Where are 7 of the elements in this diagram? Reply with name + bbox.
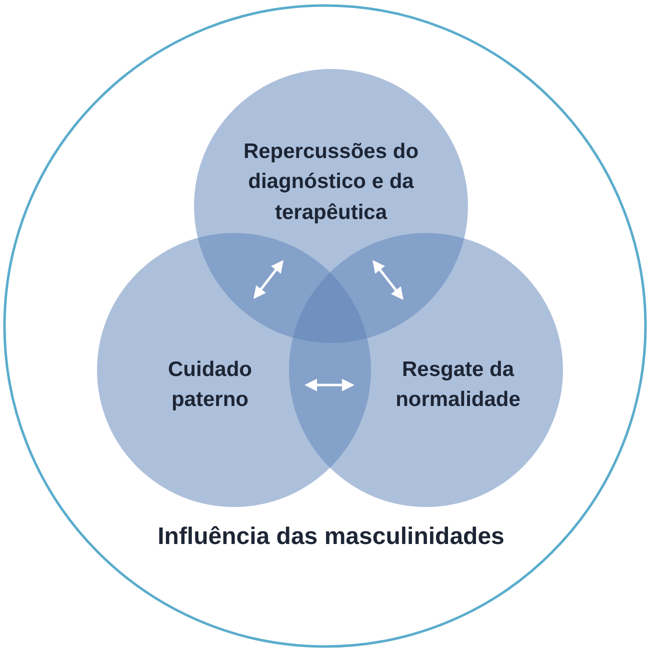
circle-label: Repercussões do diagnóstico e da terapêutica — [242, 139, 420, 226]
double-arrow — [253, 260, 284, 299]
circle-label: Resgate da normalidade — [394, 357, 522, 414]
circle-label: Influência das masculinidades — [156, 522, 506, 552]
circle-label: Cuidado paterno — [167, 357, 253, 414]
double-arrow — [304, 378, 354, 392]
double-arrow — [372, 260, 404, 300]
